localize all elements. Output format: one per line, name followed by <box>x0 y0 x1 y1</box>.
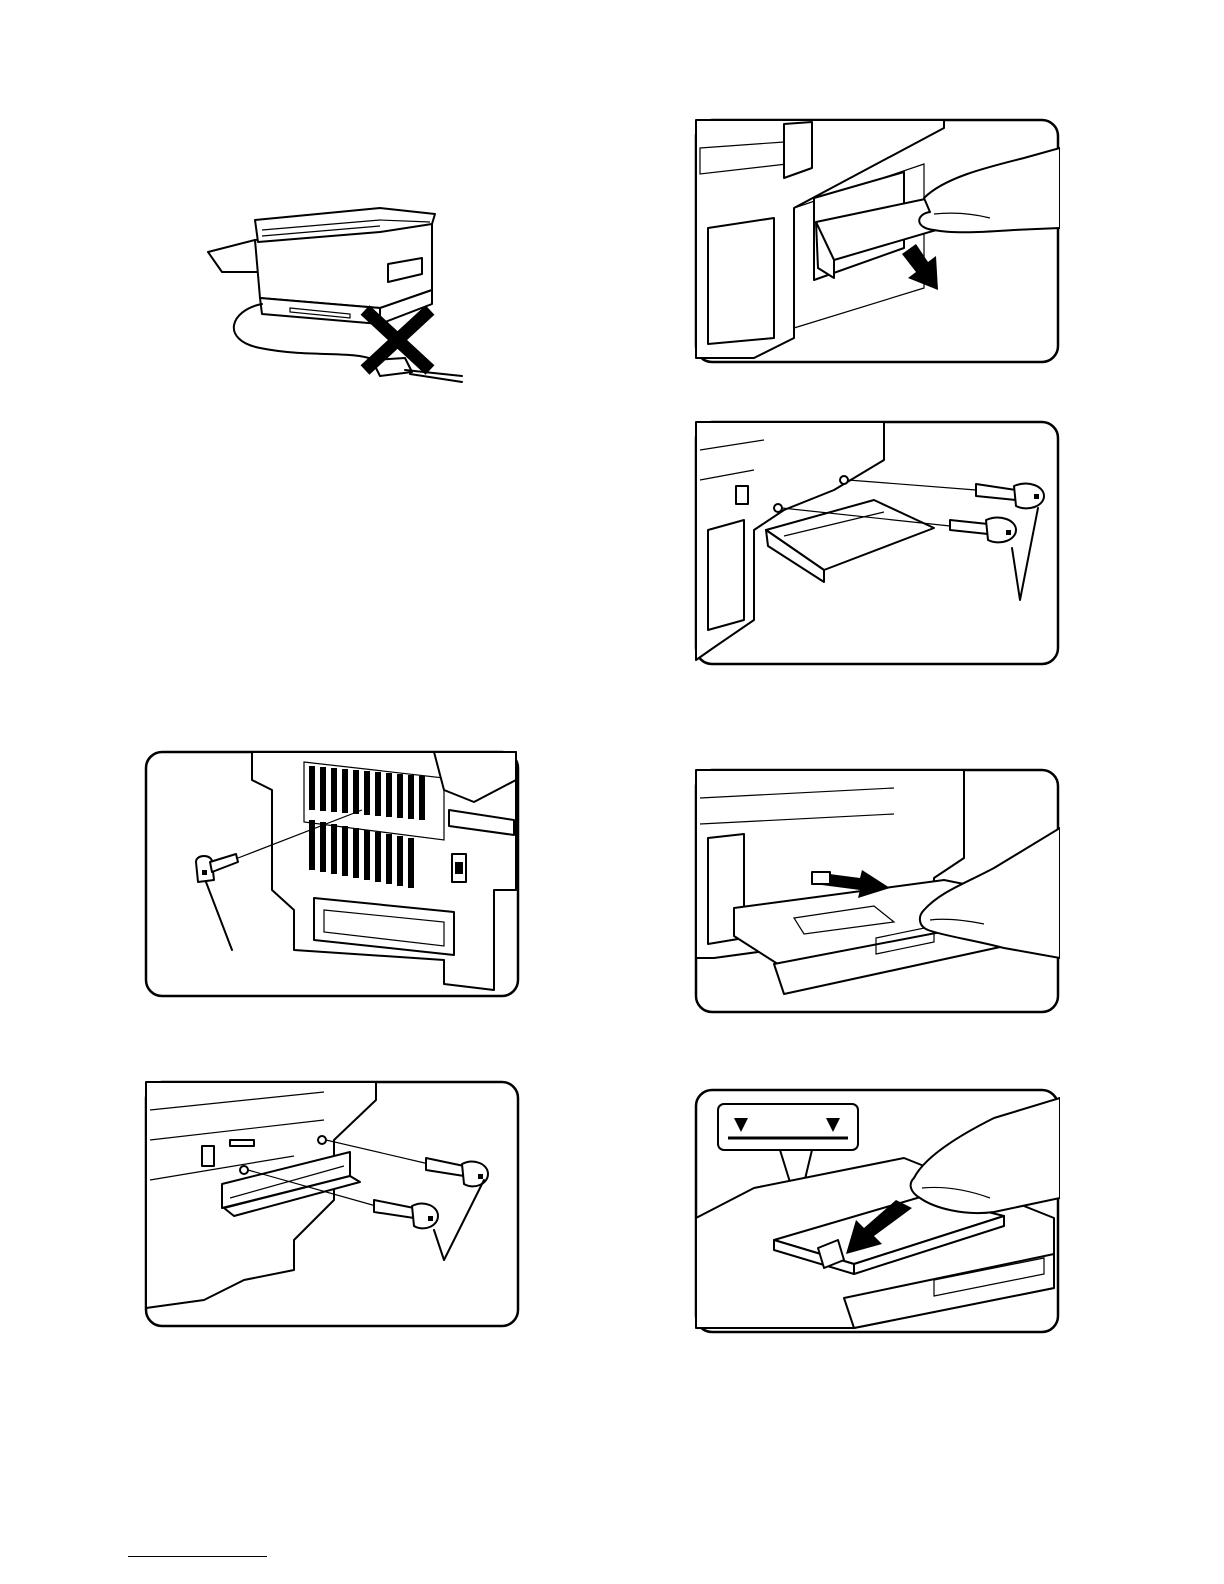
pull-paper-cassette-icon <box>694 768 1060 1014</box>
copier-power-plug-prohibited-icon <box>200 200 470 390</box>
front-panel-two-screws-icon <box>144 1080 520 1328</box>
load-paper-figure <box>694 1088 1060 1334</box>
copier-unplug-figure <box>200 200 470 390</box>
pull-out-bypass-tray-icon <box>694 118 1060 364</box>
pull-tray-figure <box>694 118 1060 364</box>
open-cassette-figure <box>694 768 1060 1014</box>
rear-panel-screw-removal-icon <box>144 750 520 998</box>
tray-screws-figure <box>694 420 1060 666</box>
footer-rule <box>128 1556 267 1557</box>
rear-screw-figure <box>144 750 520 998</box>
tray-two-screws-icon <box>694 420 1060 666</box>
front-screws-figure <box>144 1080 520 1328</box>
load-paper-max-line-icon <box>694 1088 1060 1334</box>
